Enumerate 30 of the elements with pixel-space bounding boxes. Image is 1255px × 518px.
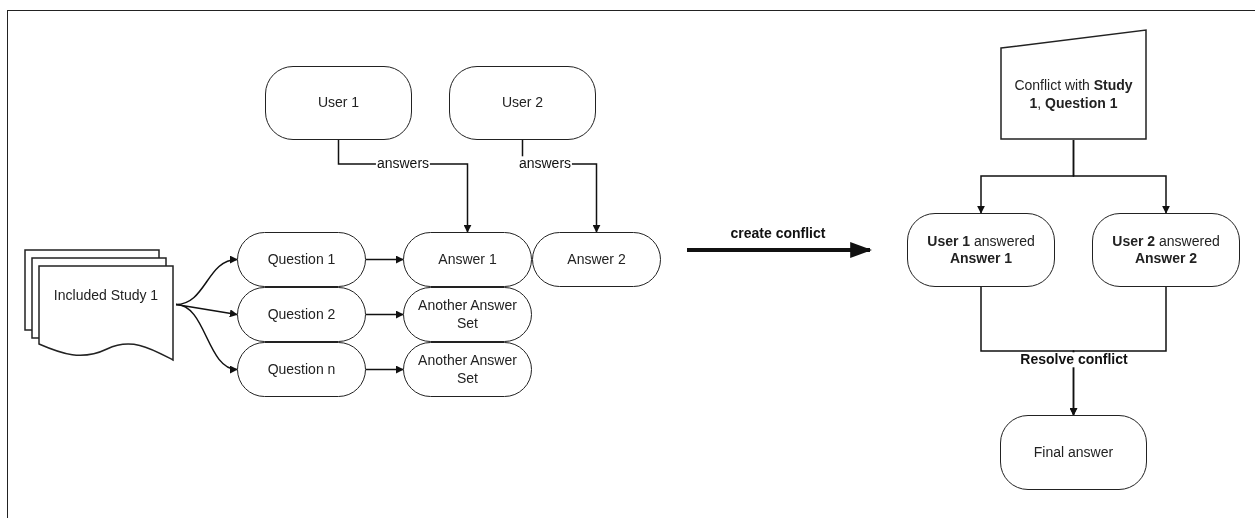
arrow xyxy=(175,303,238,318)
arrow xyxy=(365,365,404,374)
node-label: User 2 answered Answer 2 xyxy=(1111,232,1221,268)
arrow xyxy=(687,242,872,258)
node-label: Question 1 xyxy=(267,250,336,269)
node-label: User 2 xyxy=(501,94,544,112)
terminal-shape xyxy=(449,66,596,140)
node-label: Another Answer Set xyxy=(417,352,518,387)
node-label: User 1 xyxy=(317,94,360,112)
node-label: Answer 2 xyxy=(567,250,626,269)
node-label: Another Answer Set xyxy=(417,297,518,332)
terminal-shape xyxy=(265,66,412,140)
node-label: User 1 answered Answer 1 xyxy=(926,232,1036,268)
arrow xyxy=(365,310,404,319)
node-label: Included Study 1 xyxy=(52,286,160,306)
terminal-shape xyxy=(1000,415,1147,490)
node-label: Question 2 xyxy=(267,305,336,324)
node-label: Question n xyxy=(267,360,336,379)
node-label: Conflict with Study 1, Question 1 xyxy=(1013,77,1134,112)
arrow xyxy=(365,255,404,264)
arrow xyxy=(1069,286,1167,416)
node-label: Final answer xyxy=(1033,443,1114,462)
manual-input-shape xyxy=(1000,29,1147,140)
node-label: Answer 1 xyxy=(438,250,497,269)
terminal-shape xyxy=(1092,213,1240,287)
arrow xyxy=(175,303,238,373)
terminal-shape xyxy=(907,213,1055,287)
arrow xyxy=(1072,139,1170,214)
document-stack xyxy=(22,249,176,362)
edge-label: Resolve conflict xyxy=(1019,352,1129,368)
